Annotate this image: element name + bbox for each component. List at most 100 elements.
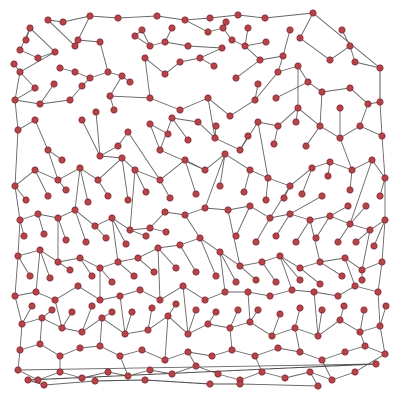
- graph-node: [124, 128, 132, 136]
- graph-node: [280, 194, 288, 202]
- graph-node: [201, 204, 209, 212]
- graph-edge: [294, 327, 301, 353]
- graph-node: [168, 24, 176, 32]
- graph-node: [326, 158, 334, 166]
- graph-node: [31, 116, 39, 124]
- graph-node: [184, 348, 192, 356]
- graph-node: [376, 322, 384, 330]
- graph-node: [351, 282, 359, 290]
- graph-node: [204, 94, 212, 102]
- graph-node: [108, 308, 116, 316]
- graph-edge: [111, 217, 127, 245]
- graph-edge: [284, 371, 311, 379]
- graph-node: [130, 272, 138, 280]
- graph-node: [221, 288, 229, 296]
- graph-node: [346, 84, 354, 92]
- graph-edge: [97, 157, 123, 181]
- graph-edge: [261, 261, 277, 283]
- graph-node: [66, 266, 74, 274]
- graph-edge: [371, 159, 386, 179]
- graph-node: [346, 42, 354, 50]
- graph-node: [351, 368, 359, 376]
- graph-edge: [139, 289, 161, 301]
- graph-edge: [331, 371, 356, 381]
- graph-edge: [279, 255, 293, 291]
- graph-node: [14, 252, 22, 260]
- graph-edge: [313, 291, 319, 337]
- graph-edge: [187, 309, 197, 335]
- graph-node: [150, 268, 158, 276]
- graph-node: [166, 194, 174, 202]
- graph-edge: [264, 12, 314, 19]
- graph-edge: [79, 257, 93, 277]
- graph-node: [376, 64, 384, 72]
- graph-node: [212, 122, 220, 130]
- graph-edge: [289, 195, 323, 215]
- graph-node: [218, 44, 226, 52]
- graph-node: [18, 320, 26, 328]
- graph-node: [246, 202, 254, 210]
- graph-edge: [74, 209, 96, 227]
- graph-node: [344, 202, 352, 210]
- graph-node: [196, 234, 204, 242]
- graph-node: [116, 292, 124, 300]
- graph-edge: [261, 371, 286, 379]
- graph-edge: [279, 255, 301, 281]
- graph-edge: [301, 167, 313, 195]
- graph-node: [131, 32, 139, 40]
- graph-node: [288, 286, 296, 294]
- graph-edge: [297, 107, 321, 127]
- graph-edge: [229, 327, 233, 351]
- graph-edge: [184, 214, 201, 239]
- graph-node: [96, 152, 104, 160]
- graph-edge: [254, 347, 279, 357]
- graph-edge: [141, 349, 166, 361]
- graph-node: [108, 214, 116, 222]
- graph-node: [316, 122, 324, 130]
- graph-node: [328, 376, 336, 384]
- graph-edge: [237, 14, 266, 19]
- graph-node: [252, 238, 260, 246]
- graph-node: [10, 60, 18, 68]
- graph-edge: [59, 347, 81, 357]
- graph-edge: [184, 17, 211, 21]
- graph-node: [244, 288, 252, 296]
- graph-node: [286, 210, 294, 218]
- graph-node: [374, 288, 382, 296]
- graph-node: [184, 42, 192, 50]
- graph-edge: [159, 159, 186, 181]
- graph-edge: [265, 177, 269, 201]
- graph-edge: [99, 345, 121, 357]
- graph-edge: [305, 125, 321, 147]
- graph-edge: [34, 119, 49, 151]
- graph-edge: [77, 15, 91, 41]
- graph-edge: [19, 71, 36, 89]
- graph-edge: [137, 257, 155, 273]
- graph-edge: [77, 285, 101, 301]
- graph-node: [121, 330, 129, 338]
- graph-edge: [39, 249, 51, 279]
- graph-edge: [207, 323, 231, 329]
- graph-node: [212, 272, 220, 280]
- graph-node: [141, 54, 149, 62]
- graph-edge: [244, 41, 267, 47]
- graph-node: [71, 206, 79, 214]
- graph-node: [176, 241, 184, 249]
- graph-edge: [62, 15, 91, 23]
- graph-node: [296, 304, 304, 312]
- graph-edge: [147, 315, 169, 331]
- graph-edge: [119, 349, 143, 357]
- graph-edge: [381, 135, 386, 179]
- graph-edge: [179, 237, 201, 246]
- graph-edge: [359, 103, 369, 127]
- graph-node: [96, 296, 104, 304]
- graph-node: [161, 356, 169, 364]
- graph-edge: [269, 289, 293, 297]
- graph-edge: [14, 99, 19, 131]
- graph-edge: [277, 107, 299, 127]
- graph-node: [236, 380, 244, 388]
- graph-node: [279, 52, 287, 60]
- graph-node: [356, 122, 364, 130]
- graph-node: [376, 192, 384, 200]
- graph-node: [146, 42, 154, 50]
